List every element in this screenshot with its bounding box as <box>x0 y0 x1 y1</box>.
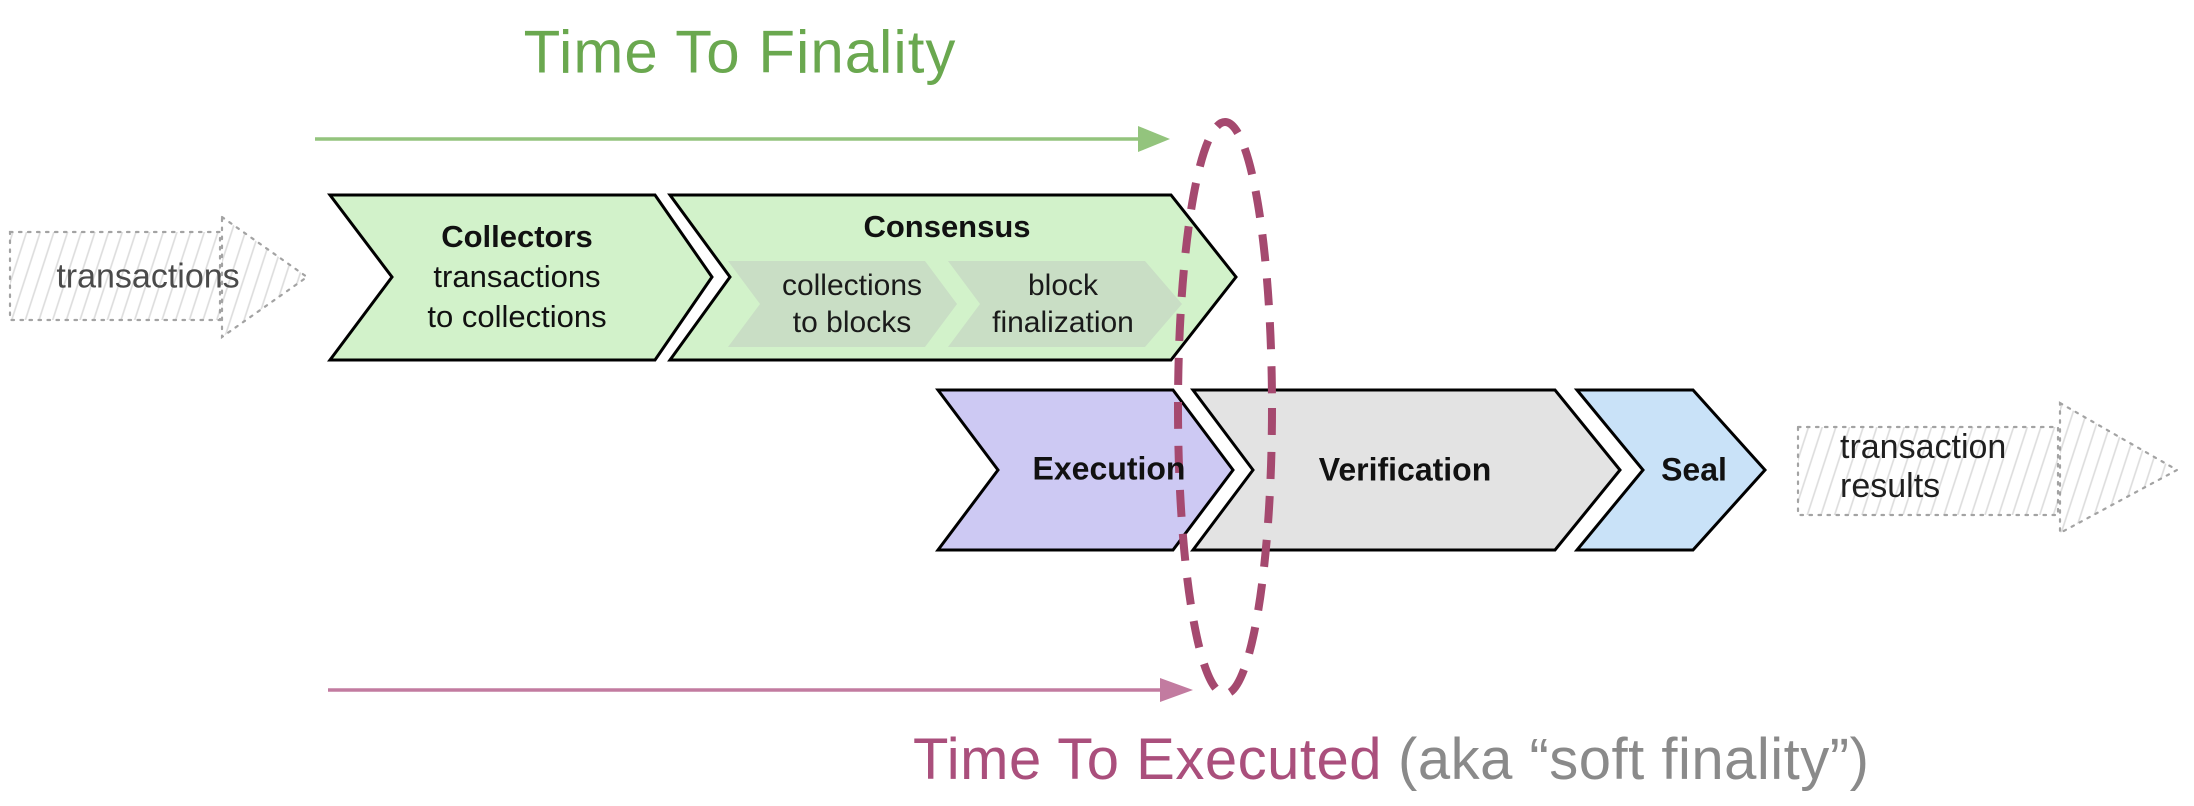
time-to-executed-text: Time To Executed <box>913 727 1382 792</box>
substep2-label: block finalization <box>992 267 1134 341</box>
collectors-label: Collectors transactions to collections <box>427 217 606 337</box>
time-to-executed-arrow <box>328 678 1193 702</box>
time-to-executed-arrowhead <box>1160 678 1193 702</box>
verification-name: Verification <box>1318 451 1492 488</box>
output-arrow-body <box>1796 425 2060 517</box>
input-arrow-head <box>220 214 309 340</box>
output-label-line1: transaction <box>1840 428 2007 466</box>
execution-chevron <box>935 388 1235 552</box>
execution-name: Execution <box>1032 450 1186 487</box>
substep1-label: collections to blocks <box>782 267 922 341</box>
output-arrow-head <box>2058 401 2180 535</box>
seal-name: Seal <box>1661 451 1727 488</box>
finality-boundary-ellipse <box>1174 118 1276 698</box>
input-arrow-body <box>8 230 222 322</box>
time-to-finality-arrow <box>315 126 1170 152</box>
substep1-line2: to blocks <box>792 306 912 339</box>
output-label-line2: results <box>1840 467 1941 505</box>
substep2-line1: block <box>1027 269 1099 302</box>
output-results-arrow <box>1796 401 2180 535</box>
collectors-desc-line2: to collections <box>427 299 607 334</box>
output-arrow-label: transaction results <box>1840 428 2006 506</box>
collectors-desc-line1: transactions <box>433 259 601 294</box>
seal-chevron <box>1573 388 1768 552</box>
time-to-finality-arrowhead <box>1138 126 1170 152</box>
consensus-name: Consensus <box>863 209 1031 244</box>
consensus-substep-collections-to-blocks <box>728 261 957 347</box>
verification-chevron <box>1190 388 1622 552</box>
collectors-name: Collectors <box>441 219 593 254</box>
consensus-substep-block-finalization <box>948 261 1182 347</box>
substep1-line1: collections <box>781 269 923 302</box>
time-to-finality-title: Time To Finality <box>523 18 957 86</box>
input-arrow-label: transactions <box>56 257 240 296</box>
collectors-chevron <box>326 193 714 362</box>
input-transactions-arrow <box>8 214 309 340</box>
substep2-line2: finalization <box>992 306 1134 339</box>
time-to-executed-caption: Time To Executed(aka “soft finality”) <box>913 726 1869 793</box>
soft-finality-note: (aka “soft finality”) <box>1398 727 1870 792</box>
